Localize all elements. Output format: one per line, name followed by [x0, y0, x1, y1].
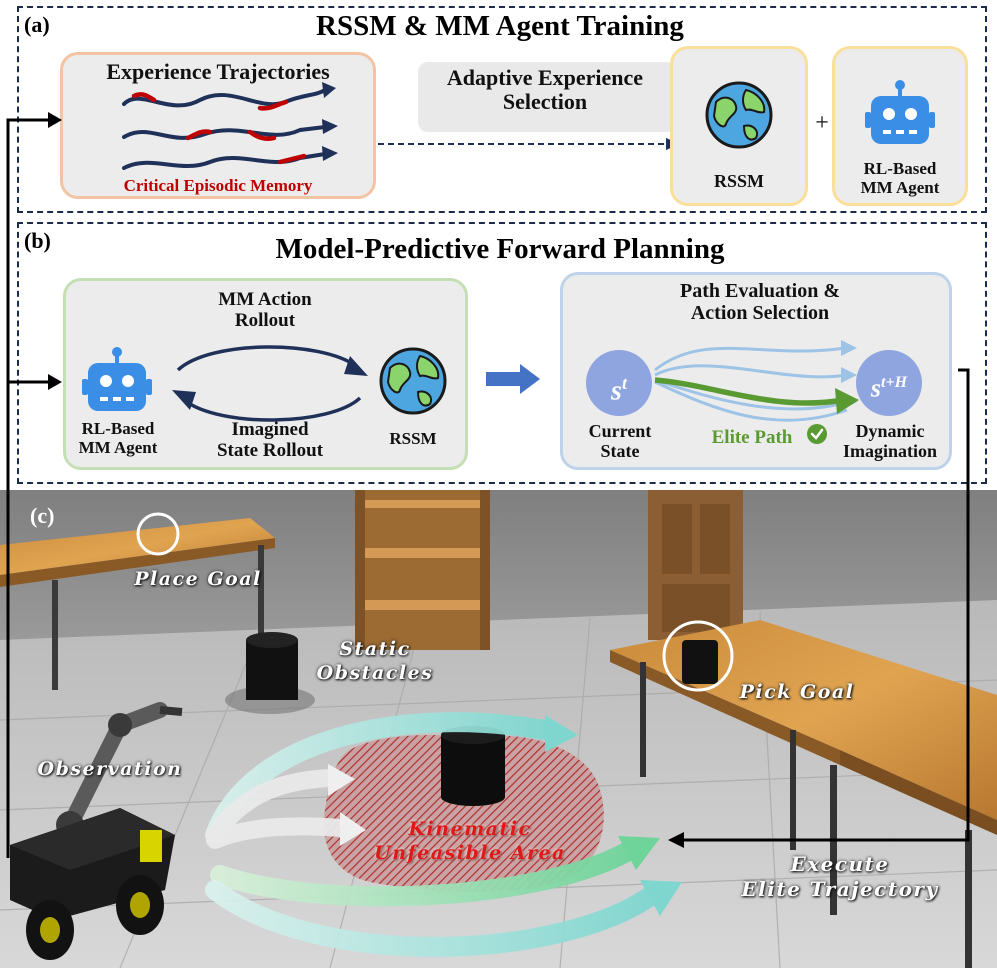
dynamic-line2: Imagination — [842, 440, 938, 461]
place-table — [0, 518, 275, 690]
agent-b-line2: MM Agent — [78, 437, 158, 457]
rssm-label-a: RSSM — [713, 171, 764, 191]
execute-line1: Execute — [790, 852, 890, 876]
action-rollout-line2: Rollout — [234, 309, 296, 331]
kinematic-line2: Unfeasible Area — [374, 841, 566, 864]
flow-arrow — [486, 364, 540, 394]
imagined-line2: State Rollout — [216, 439, 324, 461]
agent-label-b: RL-Based MM Agent — [68, 419, 168, 457]
critical-episodic-label: Critical Episodic Memory — [123, 176, 313, 195]
state-t-sup: t — [621, 373, 627, 393]
selection-arrow — [378, 138, 680, 150]
state-t-symbol: s — [611, 375, 622, 407]
trajectory-lines — [122, 82, 338, 170]
dynamic-line1: Dynamic — [855, 421, 925, 441]
agent-label-a: RL-Based MM Agent — [832, 159, 968, 197]
pick-object — [682, 640, 718, 684]
globe-icon — [379, 347, 447, 415]
panel-b-letter: (b) — [24, 228, 51, 253]
current-line2: State — [600, 440, 640, 461]
state-node-current: st — [586, 350, 652, 416]
state-h-sup: t+H — [881, 374, 908, 391]
check-icon — [807, 424, 827, 444]
selection-label: Adaptive Experience Selection — [380, 65, 710, 115]
evaluation-label: Path Evaluation & Action Selection — [600, 280, 920, 324]
imagined-line1: Imagined — [231, 419, 309, 440]
execute-label: Execute Elite Trajectory — [735, 852, 945, 902]
kinematic-label: Kinematic Unfeasible Area — [355, 818, 585, 866]
place-goal-marker — [136, 512, 180, 556]
action-rollout-line1: MM Action — [218, 289, 312, 310]
bookshelf — [355, 490, 490, 650]
observation-label: Observation — [37, 758, 183, 780]
place-goal-label: Place Goal — [134, 568, 262, 590]
panel-c-letter: (c) — [30, 503, 55, 528]
robot-icon — [865, 80, 935, 144]
central-obstacle — [441, 726, 505, 806]
experience-title: Experience Trajectories — [106, 59, 330, 84]
door — [648, 490, 743, 640]
kinematic-line1: Kinematic — [408, 818, 532, 840]
globe-icon — [705, 81, 773, 149]
rssm-box-a — [670, 46, 808, 206]
plus-sign: + — [815, 110, 829, 136]
agent-a-line2: MM Agent — [860, 177, 940, 197]
selection-line1: Adaptive Experience — [446, 65, 644, 90]
static-obstacles-label: Static Obstacles — [300, 638, 450, 686]
execute-line2: Elite Trajectory — [741, 877, 939, 901]
action-rollout-label: MM Action Rollout — [180, 289, 350, 332]
agent-box-a — [832, 46, 968, 206]
static-obstacles-line2: Obstacles — [316, 661, 434, 684]
trajectory-arrows — [205, 712, 682, 957]
static-obstacle — [225, 632, 315, 714]
elite-path-label: Elite Path — [711, 427, 793, 448]
panel-a-title: RSSM & MM Agent Training — [316, 10, 684, 42]
unfeasible-area — [323, 734, 604, 892]
static-obstacles-line1: Static — [339, 638, 411, 660]
robot-icon — [82, 347, 152, 411]
rollout-loop-arrows — [172, 345, 368, 422]
pick-goal-label: Pick Goal — [739, 681, 855, 703]
agent-b-line1: RL-Based — [81, 419, 155, 438]
eval-line1: Path Evaluation & — [679, 280, 841, 302]
agent-a-line1: RL-Based — [863, 159, 937, 178]
imagined-rollout-label: Imagined State Rollout — [170, 419, 370, 462]
panel-b-title: Model-Predictive Forward Planning — [275, 233, 725, 265]
state-node-horizon: st+H — [856, 350, 922, 416]
dynamic-imagination-label: Dynamic Imagination — [830, 421, 950, 462]
state-h-symbol: s — [870, 373, 882, 403]
panel-a-letter: (a) — [24, 12, 50, 37]
eval-line2: Action Selection — [690, 302, 830, 324]
panel-a-box — [17, 6, 987, 213]
selection-line2: Selection — [502, 89, 588, 115]
mobile-manipulator — [10, 702, 183, 960]
selection-bg — [418, 62, 676, 132]
current-line1: Current — [588, 421, 652, 441]
current-state-label: Current State — [570, 421, 670, 462]
rssm-label-b: RSSM — [389, 429, 437, 448]
